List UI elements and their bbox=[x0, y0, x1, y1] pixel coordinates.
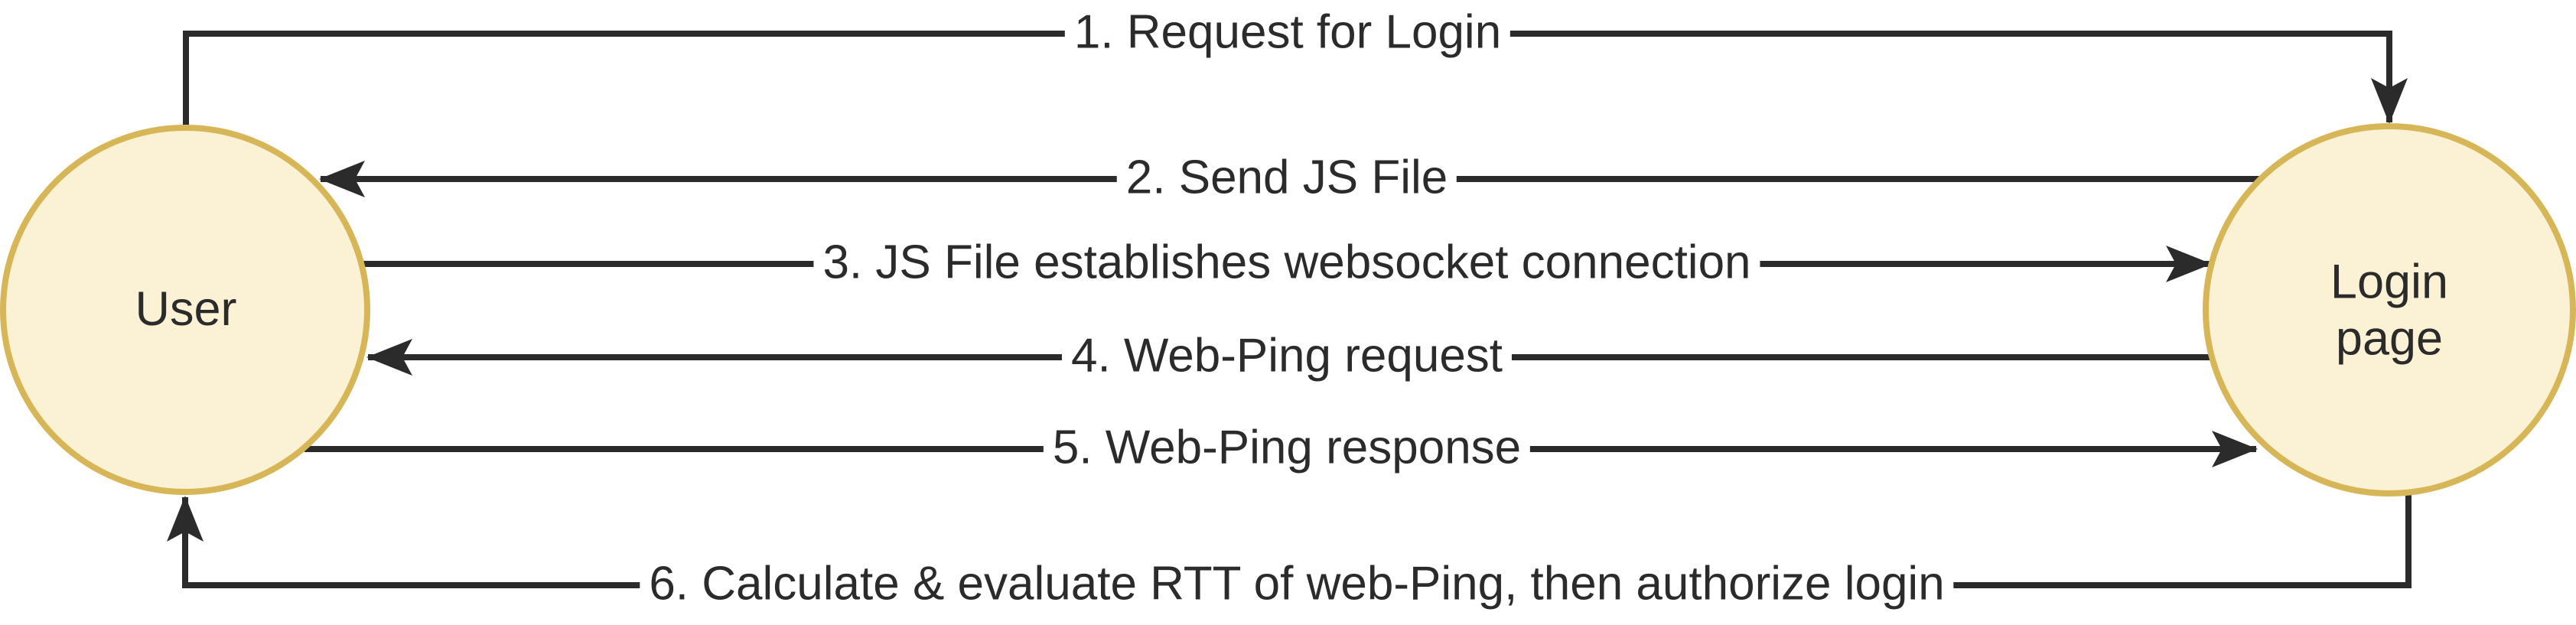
message-3-label: 3. JS File establishes websocket connect… bbox=[813, 235, 1760, 290]
login-page-node-label: Login page bbox=[2330, 255, 2449, 366]
message-1-label: 1. Request for Login bbox=[1064, 5, 1511, 60]
message-6-label: 6. Calculate & evaluate RTT of web-Ping,… bbox=[640, 556, 1954, 611]
message-4-label: 4. Web-Ping request bbox=[1061, 328, 1513, 383]
message-5-label: 5. Web-Ping response bbox=[1043, 420, 1531, 475]
user-node-label: User bbox=[135, 282, 237, 336]
user-node-circle bbox=[0, 125, 370, 495]
message-2-label: 2. Send JS File bbox=[1116, 150, 1457, 205]
login-page-node-circle bbox=[2203, 123, 2576, 496]
